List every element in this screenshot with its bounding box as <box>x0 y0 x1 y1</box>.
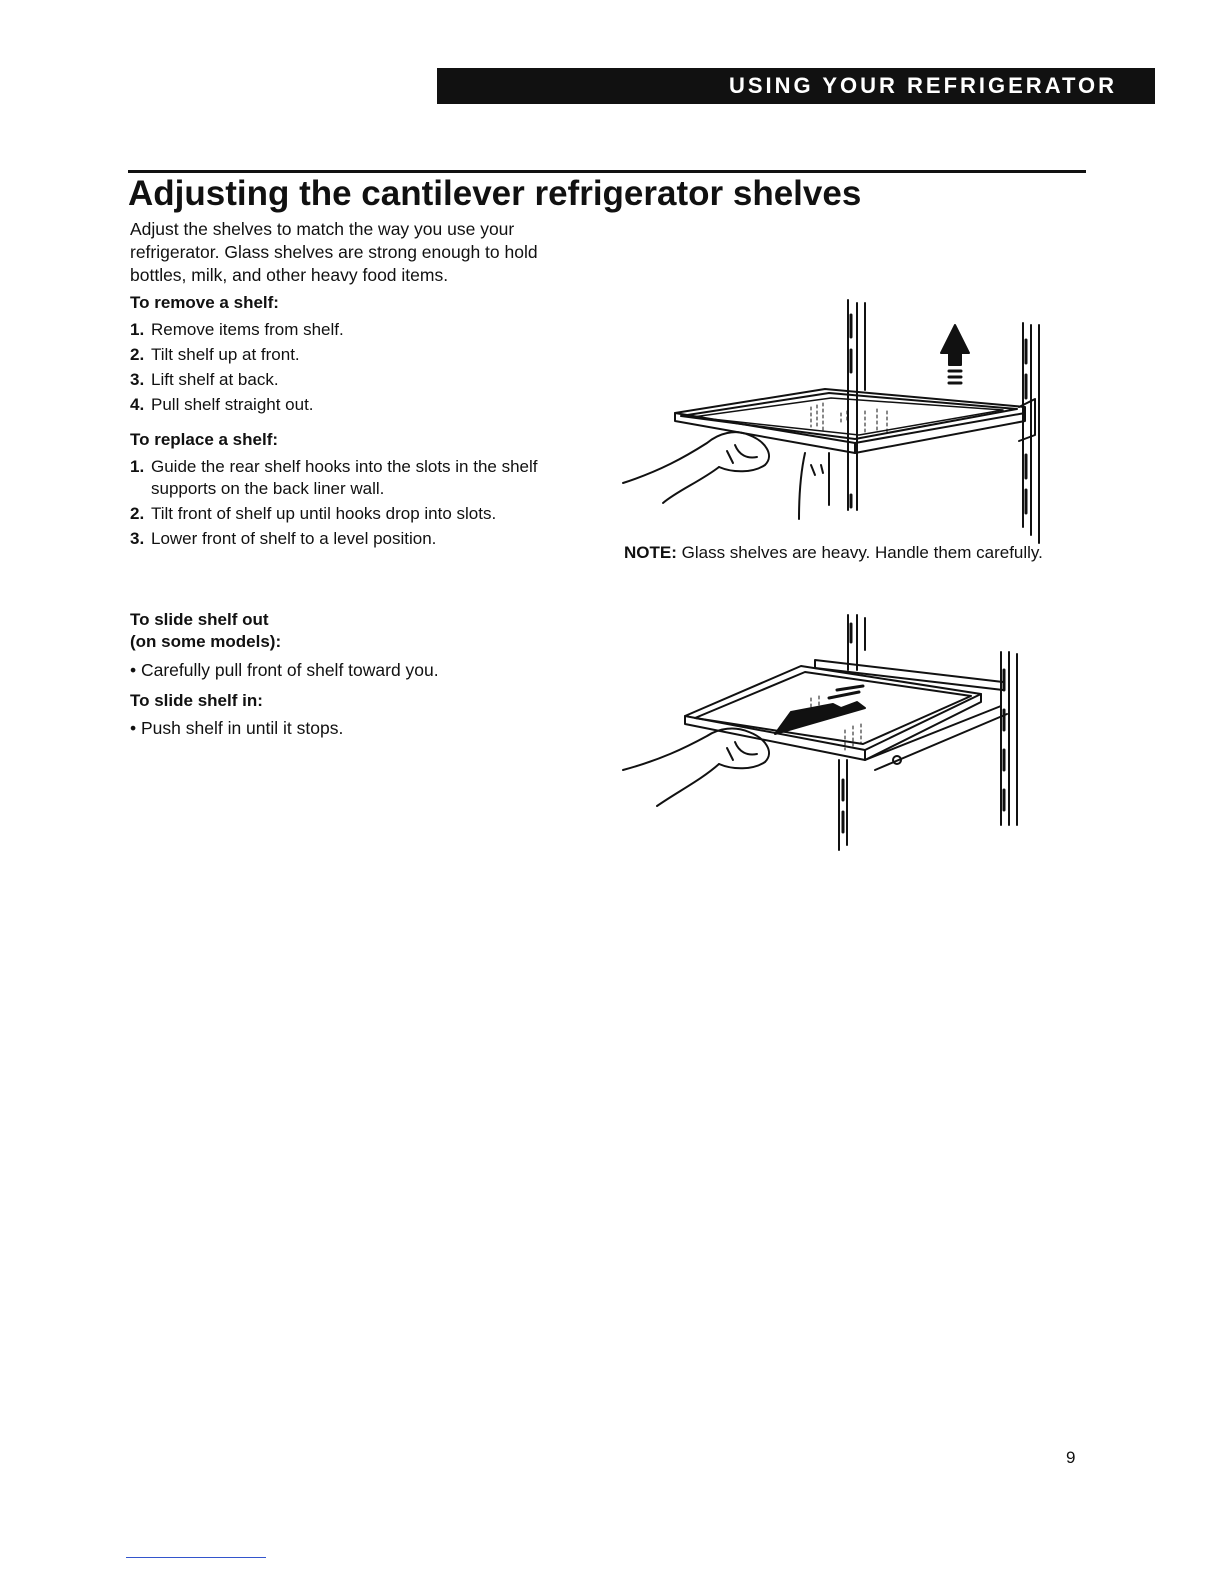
glass-note: NOTE: Glass shelves are heavy. Handle th… <box>624 541 1044 565</box>
remove-shelf-steps: 1. Remove items from shelf. 2. Tilt shelf … <box>130 319 344 416</box>
list-item: 2. Tilt front of shelf up until hooks dro… <box>130 503 550 525</box>
step-text: Pull shelf straight out. <box>151 395 314 414</box>
title-rule <box>128 170 1086 173</box>
slide-in-heading: To slide shelf in: <box>130 691 263 710</box>
page-number: 9 <box>1066 1448 1076 1467</box>
replace-shelf-heading: To replace a shelf: <box>130 430 279 449</box>
replace-shelf-steps: 1. Guide the rear shelf hooks into the sl… <box>130 456 550 550</box>
step-text: Lower front of shelf to a level position… <box>151 529 437 548</box>
list-item: 3. Lower front of shelf to a level positi… <box>130 528 550 550</box>
list-item: • Carefully pull front of shelf toward y… <box>130 660 439 680</box>
step-number: 1. <box>130 457 145 476</box>
list-item: 1. Guide the rear shelf hooks into the sl… <box>130 456 550 500</box>
list-item: 1. Remove items from shelf. <box>130 319 344 341</box>
step-text: Remove items from shelf. <box>151 320 344 339</box>
step-number: 1. <box>130 320 145 339</box>
note-label: NOTE: <box>624 543 677 562</box>
shelf-lift-illustration <box>622 299 1040 544</box>
list-item: 3. Lift shelf at back. <box>130 369 344 391</box>
step-number: 3. <box>130 370 145 389</box>
step-number: 3. <box>130 529 145 548</box>
shelf-slide-illustration <box>622 614 1018 851</box>
step-text: Tilt front of shelf up until hooks drop … <box>151 504 497 523</box>
remove-shelf-heading: To remove a shelf: <box>130 293 279 312</box>
note-text: Glass shelves are heavy. Handle them car… <box>681 543 1043 562</box>
step-text: Guide the rear shelf hooks into the slot… <box>151 457 538 498</box>
footer-rule <box>126 1557 266 1558</box>
list-item: • Push shelf in until it stops. <box>130 718 344 738</box>
slide-out-heading: To slide shelf out (on some models): <box>130 609 281 653</box>
intro-paragraph: Adjust the shelves to match the way you … <box>130 219 538 285</box>
page-title: Adjusting the cantilever refrigerator sh… <box>128 174 862 213</box>
step-number: 2. <box>130 504 145 523</box>
step-number: 4. <box>130 395 145 414</box>
slide-out-heading-line2: (on some models): <box>130 632 282 651</box>
list-item: 2. Tilt shelf up at front. <box>130 344 344 366</box>
step-text: Tilt shelf up at front. <box>151 345 300 364</box>
slide-in-list: • Push shelf in until it stops. <box>130 717 343 739</box>
slide-out-list: • Carefully pull front of shelf toward y… <box>130 659 439 681</box>
step-number: 2. <box>130 345 145 364</box>
section-banner: USING YOUR REFRIGERATOR <box>437 68 1155 104</box>
slide-out-heading-line1: To slide shelf out <box>130 610 269 629</box>
list-item: 4. Pull shelf straight out. <box>130 394 344 416</box>
step-text: Lift shelf at back. <box>151 370 279 389</box>
